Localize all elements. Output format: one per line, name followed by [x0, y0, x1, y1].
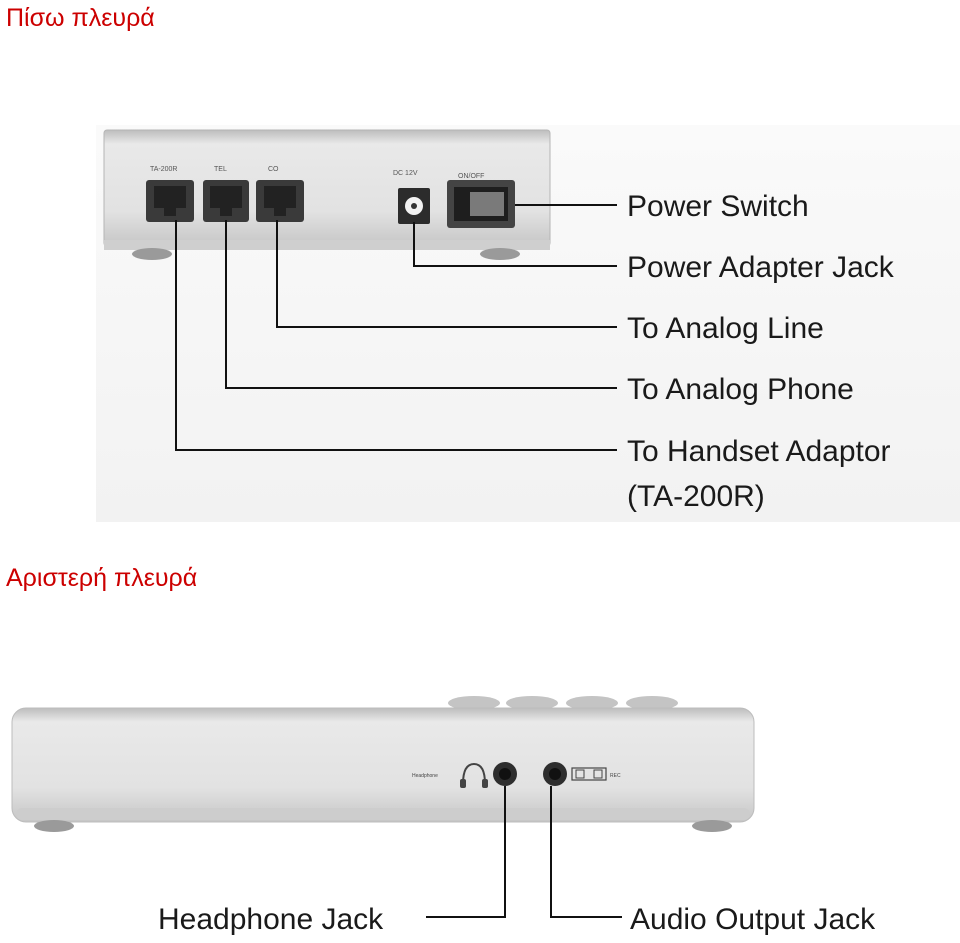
- callout-audio-output-jack: Audio Output Jack: [630, 903, 876, 936]
- headphone-icon: [460, 762, 488, 788]
- rear-panel-diagram: TA-200R TEL CO DC 12V ON/OFF: [96, 125, 960, 522]
- callout-power-adapter-jack: Power Adapter Jack: [627, 251, 895, 284]
- callout-power-switch: Power Switch: [627, 190, 809, 223]
- rear-foot-right: [480, 248, 520, 260]
- callout-analog-line: To Analog Line: [627, 312, 824, 345]
- left-device-body: [11, 707, 755, 832]
- top-key-3: [566, 696, 618, 710]
- top-key-1: [448, 696, 500, 710]
- leader-power-adapter: [413, 222, 617, 267]
- top-key-2: [506, 696, 558, 710]
- rj-port-co: [256, 180, 304, 222]
- rear-foot-left: [132, 248, 172, 260]
- callout-handset-adaptor: To Handset Adaptor: [627, 435, 891, 468]
- top-key-4: [626, 696, 678, 710]
- port-label-co: CO: [268, 166, 279, 173]
- leader-analog-phone: [225, 220, 617, 389]
- section-title-rear: Πίσω πλευρά: [6, 4, 155, 32]
- callout-headphone-jack: Headphone Jack: [158, 903, 384, 936]
- power-switch: [447, 180, 515, 228]
- leader-handset-adaptor: [175, 220, 617, 451]
- port-label-ta200r: TA-200R: [150, 166, 178, 173]
- port-label-tel: TEL: [214, 166, 227, 173]
- section-title-left: Αριστερή πλευρά: [6, 564, 198, 592]
- rj-port-tel: [203, 180, 249, 222]
- dc-label: DC 12V: [393, 170, 418, 177]
- switch-label: ON/OFF: [458, 173, 484, 180]
- rj-port-ta200r: [146, 180, 194, 222]
- left-panel-diagram: Headphone REC Headphone Jack Audio Out: [11, 696, 876, 936]
- leader-audio-output-jack: [550, 786, 622, 918]
- leader-headphone-jack: [426, 786, 506, 918]
- leader-analog-line: [276, 220, 617, 328]
- left-foot-right: [692, 820, 732, 832]
- rec-label: REC: [610, 773, 621, 779]
- callout-handset-adaptor-model: (TA-200R): [627, 480, 765, 513]
- callout-analog-phone: To Analog Phone: [627, 373, 854, 406]
- left-foot-left: [34, 820, 74, 832]
- dc-power-jack: [398, 188, 430, 224]
- audio-output-jack: [543, 762, 567, 786]
- record-icon: [571, 767, 607, 781]
- headphone-label: Headphone: [412, 773, 438, 779]
- headphone-jack: [493, 762, 517, 786]
